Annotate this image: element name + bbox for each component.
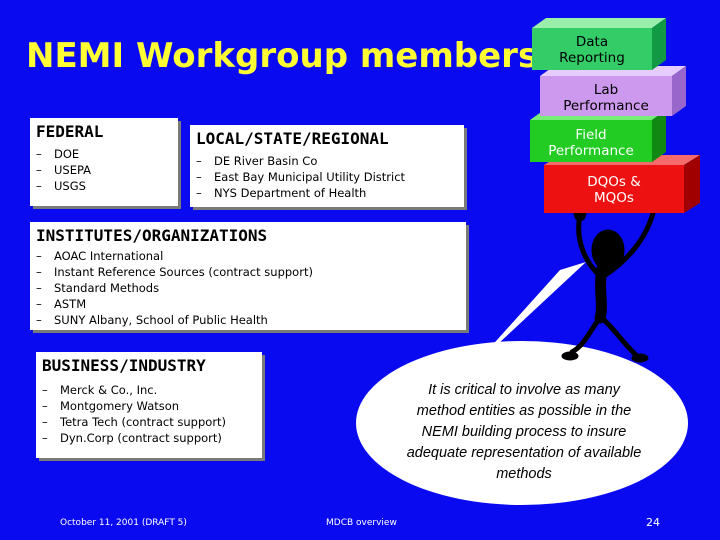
business-list: Merck & Co., Inc. Montgomery Watson Tetr…: [42, 382, 256, 446]
block-label-line: MQOs: [594, 190, 634, 206]
list-item: Dyn.Corp (contract support): [42, 430, 256, 446]
business-box: BUSINESS/INDUSTRY Merck & Co., Inc. Mont…: [36, 352, 262, 458]
list-item: Montgomery Watson: [42, 398, 256, 414]
local-list: DE River Basin Co East Bay Municipal Uti…: [196, 153, 458, 201]
institutes-heading: INSTITUTES/ORGANIZATIONS: [36, 226, 268, 245]
block-label-line: DQOs &: [587, 174, 641, 190]
list-item: East Bay Municipal Utility District: [196, 169, 458, 185]
slide-title: NEMI Workgroup members: [26, 36, 539, 76]
block-label-line: Reporting: [559, 50, 625, 66]
list-item: DE River Basin Co: [196, 153, 458, 169]
stick-figure-icon: [561, 194, 663, 363]
block-label-line: Data: [575, 34, 609, 50]
institutes-box: INSTITUTES/ORGANIZATIONS AOAC Internatio…: [30, 222, 466, 330]
list-item: USGS: [36, 178, 172, 194]
business-heading: BUSINESS/INDUSTRY: [42, 356, 206, 375]
list-item: Tetra Tech (contract support): [42, 414, 256, 430]
field-performance-label: Field Performance: [530, 127, 652, 159]
block-label-line: Field: [575, 127, 607, 143]
list-item: ASTM: [36, 296, 460, 312]
list-item: SUNY Albany, School of Public Health: [36, 312, 460, 328]
list-item: DOE: [36, 146, 172, 162]
speech-bubble: [356, 262, 688, 505]
list-item: Instant Reference Sources (contract supp…: [36, 264, 460, 280]
local-box: LOCAL/STATE/REGIONAL DE River Basin Co E…: [190, 125, 464, 207]
list-item: Standard Methods: [36, 280, 460, 296]
federal-list: DOE USEPA USGS: [36, 146, 172, 194]
list-item: AOAC International: [36, 248, 460, 264]
federal-heading: FEDERAL: [36, 122, 104, 141]
institutes-list: AOAC International Instant Reference Sou…: [36, 248, 460, 328]
list-item: NYS Department of Health: [196, 185, 458, 201]
footer-center: MDCB overview: [326, 518, 397, 528]
lab-performance-label: Lab Performance: [540, 82, 672, 114]
block-label-line: Performance: [563, 98, 649, 114]
list-item: USEPA: [36, 162, 172, 178]
local-heading: LOCAL/STATE/REGIONAL: [196, 129, 389, 148]
callout-text: It is critical to involve as many method…: [406, 382, 642, 482]
footer-date: October 11, 2001 (DRAFT 5): [60, 518, 187, 528]
data-reporting-label: Data Reporting: [532, 34, 652, 66]
block-label-line: Lab: [593, 82, 619, 98]
federal-box: FEDERAL DOE USEPA USGS: [30, 118, 178, 206]
dqos-label: DQOs & MQOs: [544, 174, 684, 206]
list-item: Merck & Co., Inc.: [42, 382, 256, 398]
data-reporting-block: [532, 18, 666, 70]
block-label-line: Performance: [548, 143, 634, 159]
page-number: 24: [646, 516, 660, 529]
